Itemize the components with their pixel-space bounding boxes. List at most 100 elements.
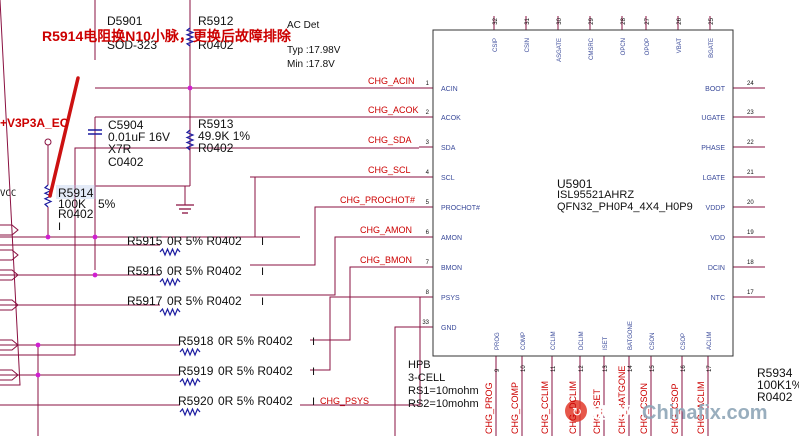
net-chg_cson: CHG_CSON	[639, 383, 649, 434]
r5913-package: R0402	[198, 141, 234, 155]
pin-number-26: 26	[677, 17, 683, 24]
value-r5919: 0R 5% R0402	[218, 364, 293, 378]
net-chg-sda: CHG_SDA	[368, 135, 412, 145]
ref-r5915: R5915	[127, 234, 163, 248]
r5914-ref: R5914	[58, 186, 94, 200]
components	[0, 27, 734, 422]
selection-highlight	[56, 185, 96, 199]
net-chg-bmon: CHG_BMON	[360, 255, 412, 265]
pin-number-25: 25	[709, 17, 715, 24]
value-r5917: 0R 5% R0402	[167, 294, 242, 308]
pin-number-28: 28	[621, 17, 627, 24]
acdet-min: Min :17.8V	[287, 59, 335, 70]
pin-name-lgate: LGATE	[703, 175, 726, 182]
pin-number-13: 13	[603, 365, 609, 372]
net-chg-psys: CHG_PSYS	[320, 396, 369, 406]
pin-number-32: 32	[493, 17, 499, 24]
off-page-connector	[0, 269, 19, 281]
pin-number-22: 22	[747, 140, 754, 146]
ic-ref: U5901	[557, 177, 593, 191]
pin-number-27: 27	[645, 17, 651, 24]
pin-number-23: 23	[747, 110, 754, 116]
pin-name-comp: COMP	[521, 332, 527, 350]
pin-number-5: 5	[426, 200, 430, 206]
pin-number-17: 17	[707, 365, 713, 372]
pin-name-prog: PROG	[495, 332, 501, 350]
pin-number-29: 29	[589, 17, 595, 24]
net-chg_dclim: CHG_DCLIM	[568, 381, 578, 434]
value-r5918: 0R 5% R0402	[218, 334, 293, 348]
vcc-label: VCC	[0, 189, 16, 199]
acdet-title: AC Det	[287, 20, 319, 31]
marker: I	[261, 296, 264, 308]
pin-name-sda: SDA	[441, 145, 456, 152]
pin-name-cclim: CCLIM	[551, 331, 557, 350]
net-chg_comp: CHG_COMP	[510, 382, 520, 434]
hpb-rs1-note: RS1=10mohm	[408, 385, 479, 397]
pin-name-acok: ACOK	[441, 115, 461, 122]
repair-annotation: R5914电阻换N10小脉，更换后故障排除	[42, 28, 292, 44]
labels: U5901ISL95521AHRZQFN32_PH0P4_4X4_H0P9ACI…	[0, 14, 799, 434]
rail-v3p3a-ec: +V3P3A_EC	[0, 116, 69, 130]
watermark-logo-icon	[565, 400, 587, 422]
junction-dot	[35, 372, 41, 378]
net-chg-acin: CHG_ACIN	[368, 76, 415, 86]
pin-name-vdd: VDD	[710, 235, 725, 242]
resistor-r5915	[159, 247, 181, 257]
pin-name-prochot: PROCHOT#	[441, 205, 480, 212]
off-page-connector	[0, 339, 19, 351]
pin-number-9: 9	[495, 368, 501, 372]
r5914-tolerance: 5%	[98, 197, 116, 211]
value-r5920: 0R 5% R0402	[218, 394, 293, 408]
pin-number-18: 18	[747, 260, 754, 266]
pin-name-vbat: VBAT	[677, 38, 683, 54]
net-chg_prog: CHG_PROG	[484, 382, 494, 434]
pin-name-iset: ISET	[603, 336, 609, 350]
pin-name-opcn: OPCN	[621, 38, 627, 55]
r5912-package: R0402	[198, 38, 234, 52]
off-page-connector	[0, 369, 19, 381]
pin-name-bmon: BMON	[441, 265, 462, 272]
hpb-rs2-note: RS2=10mohm	[408, 398, 479, 410]
junction-dot	[35, 342, 41, 348]
r5912-ref: R5912	[198, 14, 234, 28]
resistor-r5916	[159, 277, 181, 287]
c5904-ref: C5904	[108, 118, 144, 132]
value-r5916: 0R 5% R0402	[167, 264, 242, 278]
ref-r5916: R5916	[127, 264, 163, 278]
ic-u5901-body	[432, 29, 734, 357]
marker: I	[261, 266, 264, 278]
pin-name-ntc: NTC	[711, 295, 725, 302]
pin-name-ugate: UGATE	[701, 115, 725, 122]
marker: I	[312, 396, 315, 408]
net-chg-prochot: CHG_PROCHOT#	[340, 195, 415, 205]
hpb-note: HPB	[408, 359, 431, 371]
pin-number-15: 15	[650, 365, 656, 372]
r5913-value: 49.9K 1%	[198, 129, 250, 143]
r5914-value: 100K	[58, 197, 86, 211]
pin-name-scl: SCL	[441, 175, 455, 182]
unused	[0, 0, 21, 386]
net-chg-bmon-wire	[310, 266, 419, 341]
pin-name-acin: ACIN	[441, 86, 458, 93]
pin-number-12: 12	[579, 365, 585, 372]
off-page-connector	[0, 249, 19, 261]
diode-ref: D5901	[107, 14, 143, 28]
resistor-r5912	[185, 27, 195, 47]
net-gnd-wire	[394, 326, 419, 436]
watermark-cn: 迅维网	[591, 403, 639, 422]
pin-number-7: 7	[426, 260, 430, 266]
pin-number-2: 2	[426, 110, 430, 116]
pin-number-33: 33	[422, 320, 429, 326]
net-chg_iset: CHG_ISET	[592, 388, 602, 434]
pin-name-csip: CSIP	[493, 38, 499, 52]
pin-name-opop: OPOP	[645, 38, 651, 55]
marker: I	[312, 336, 315, 348]
net-chg-amon-wire	[250, 236, 419, 296]
pin-number-16: 16	[681, 365, 687, 372]
net-chg-scl: CHG_SCL	[368, 165, 411, 175]
junction-dot	[45, 234, 51, 240]
diode-package: SOD-323	[107, 38, 157, 52]
pin-name-phase: PHASE	[701, 145, 725, 152]
ref-r5918: R5918	[178, 334, 214, 348]
